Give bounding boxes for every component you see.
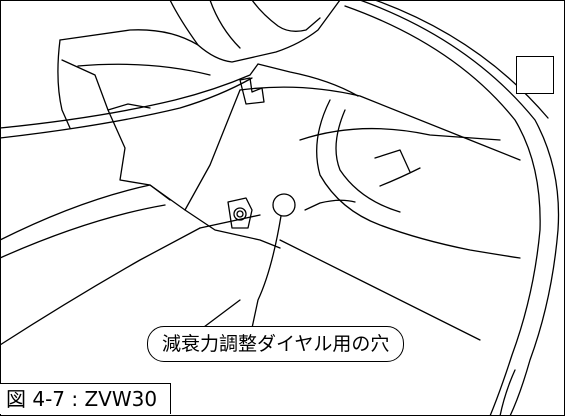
rear-seal-inner (344, 5, 541, 416)
seat-fold (77, 63, 211, 76)
bolt-plate (227, 197, 253, 229)
trim-dash-1 (374, 149, 411, 173)
pillar-trim-top (251, 0, 321, 32)
strap-right (257, 63, 359, 97)
strap-upper (0, 63, 259, 129)
rear-seal-lip (499, 369, 516, 416)
panel-outline (184, 89, 281, 249)
trim-dash-2 (379, 167, 421, 187)
trim-bulge (316, 99, 521, 259)
pillar-trim-inner (209, 0, 241, 49)
figure-caption: 図 4-7 : ZVW30 (0, 383, 171, 414)
bolt-inner (236, 210, 244, 218)
damper-hole (272, 193, 296, 217)
seatback-top (59, 29, 199, 46)
bolt-head (233, 207, 247, 221)
trim-bulge-inner (335, 109, 401, 213)
trim-dash-3 (304, 199, 356, 211)
pillar-trim (169, 0, 341, 63)
strap-lower (0, 77, 253, 139)
floor-edge-5 (279, 239, 481, 341)
panel-right (299, 127, 501, 141)
bracket (239, 77, 265, 105)
floor-edge-1 (0, 184, 186, 241)
blank-box (516, 56, 554, 94)
panel-top (239, 86, 521, 161)
floor-edge-2 (0, 204, 166, 259)
rear-seal-outer (359, 0, 560, 416)
leader-line (251, 215, 282, 329)
bottom-line (199, 299, 241, 331)
seatback-side (57, 39, 71, 129)
floor-edge-3 (0, 227, 201, 346)
rear-seal-inner2 (374, 0, 549, 119)
callout-label: 減衰力調整ダイヤル用の穴 (147, 326, 405, 362)
